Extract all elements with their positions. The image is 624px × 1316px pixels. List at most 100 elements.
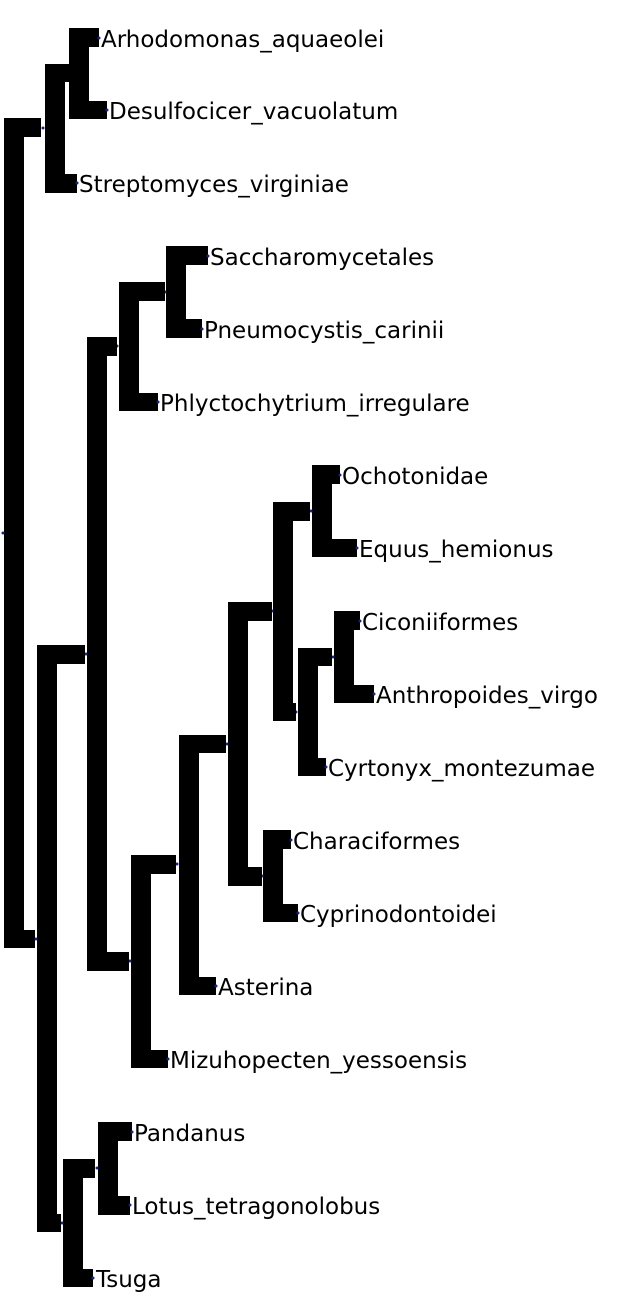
branch-stub [186,319,202,338]
leaf-label: Phlyctochytrium_irregulare [160,391,470,417]
branch-stub [83,1269,93,1287]
branch-stub [151,1050,168,1068]
branch-stub [65,174,77,193]
leaf-label: Saccharomycetales [210,245,434,271]
leaf-pandanus: Pandanus [130,1121,245,1147]
leaf-streptomyces: Streptomyces_virginiae [75,172,349,198]
branch-vertical [131,855,151,1068]
leaf-lotus: Lotus_tetragonolobus [128,1194,380,1220]
branch-stub [332,539,357,557]
clade-fishes [260,830,298,922]
branch-stub [318,648,332,666]
leaf-label: Ciconiiformes [362,610,518,636]
leaf-dot [200,327,204,331]
clade-amniotes [270,502,310,721]
node-dot [175,862,179,866]
branch-stub [139,393,158,411]
branch-stub [332,465,340,484]
leaf-dot [156,400,160,404]
branch-vertical [263,830,283,922]
branch-vertical [4,118,24,948]
branch-vertical [87,337,107,971]
leaf-dot [324,765,328,769]
leaf-dot [214,984,218,988]
branch-stub [118,1196,130,1215]
branch-stub [107,952,129,971]
leaf-label: Characiformes [293,829,460,855]
branch-stub [151,855,176,874]
clade-opisthokonts [84,337,129,971]
branch-vertical [63,1159,83,1287]
leaf-label: Ochotonidae [342,464,488,490]
leaf-label: Asterina [218,975,313,1001]
clade-bilaterians [128,855,176,1068]
leaf-label: Cyprinodontoidei [300,902,497,928]
clade-pandanus-lotus [95,1122,132,1215]
leaf-dot [358,619,362,623]
leaf-label: Pandanus [134,1121,245,1147]
node-dot [84,652,88,656]
branch-stub [283,830,291,849]
leaf-ochotonidae: Ochotonidae [338,464,488,490]
node-dot [128,959,132,963]
clade-birds [294,648,332,776]
clade-bacteria [41,64,77,193]
branch-stub [318,758,326,776]
clade-arhodomonas-desulfocicer [65,28,107,119]
branch-stub [24,118,41,137]
clade-ciconiiformes-anthropoides [331,611,374,703]
leaf-cyrtonyx: Cyrtonyx_montezumae [324,756,595,782]
clade-fungi [115,282,165,411]
branch-stub [293,502,310,521]
branch-vertical [273,502,293,721]
branch-stub [248,602,272,621]
leaf-dot [128,1203,132,1207]
node-dot [34,937,38,941]
clade-ochotonidae-equus [309,465,357,557]
branch-stub [24,930,35,948]
leaf-arhodomonas: Arhodomonas_aquaeolei [97,27,384,53]
branch-stub [107,337,117,356]
leaf-label: Cyrtonyx_montezumae [328,756,595,782]
leaf-dot [130,1130,134,1134]
clade-vertebrates [225,602,272,886]
leaf-label: Mizuhopecten_yessoensis [170,1048,467,1074]
leaf-label: Anthropoides_virgo [376,683,598,709]
branch-stub [139,282,165,301]
branch-stub [89,101,107,119]
branch-vertical [45,64,65,193]
branch-vertical [119,282,139,411]
branch-vertical [312,465,332,557]
branch-stub [199,735,226,753]
branch-stub [186,246,208,265]
clade-saccharomycetales-pneumocystis [163,246,208,338]
leaf-desulfocicer: Desulfocicer_vacuolatum [105,99,398,125]
branch-stub [83,1159,95,1178]
branch-vertical [298,648,318,776]
leaf-saccharomycetales: Saccharomycetales [206,245,434,271]
leaf-label: Streptomyces_virginiae [79,172,349,198]
leaf-asterina: Asterina [214,975,313,1001]
branch-stub [118,1122,132,1141]
node-dot [331,655,335,659]
node-dot [41,126,45,130]
node-dot [1,531,5,535]
leaf-label: Pneumocystis_carinii [204,318,444,344]
node-dot [60,1221,64,1225]
branch-stub [199,977,216,995]
leaf-dot [91,1276,95,1280]
leaf-pneumocystis: Pneumocystis_carinii [200,318,444,344]
branch-stub [293,703,296,721]
leaf-characiformes: Characiformes [289,829,460,855]
branch-stub [57,645,85,664]
leaf-label: Lotus_tetragonolobus [132,1194,380,1220]
leaf-dot [296,911,300,915]
branch-vertical [37,645,57,1232]
leaf-label: Arhodomonas_aquaeolei [101,27,384,53]
node-dot [225,742,229,746]
clade-deuterostomes [175,735,226,995]
leaf-dot [97,36,101,40]
branch-vertical [98,1122,118,1215]
leaf-ciconiiformes: Ciconiiformes [358,610,518,636]
clade-plants [60,1159,95,1287]
